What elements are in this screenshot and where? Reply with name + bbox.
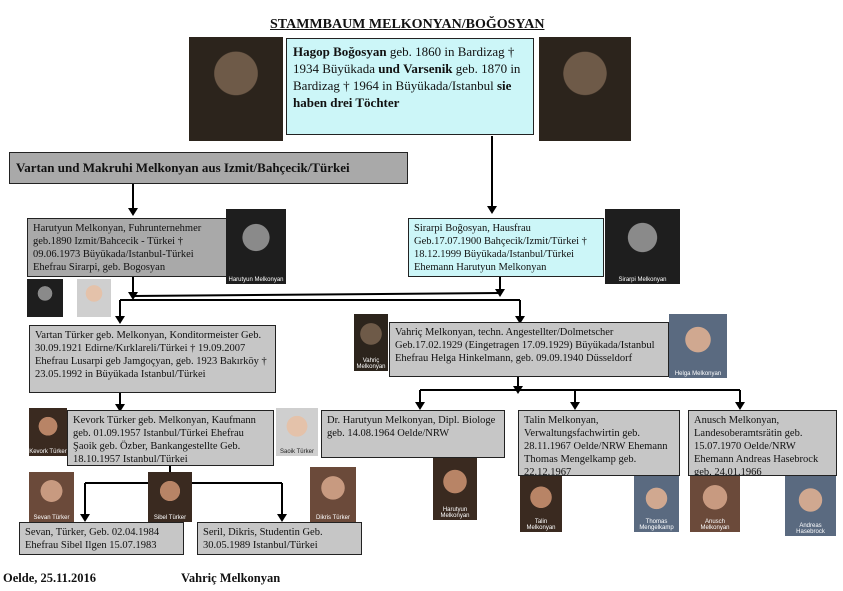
vahric-box: Vahriç Melkonyan, techn. Angestellter/Do… [389,322,669,377]
vartan-makruhi-box: Vartan und Makruhi Melkonyan aus Izmit/B… [9,152,408,184]
harutyun-jr-photo: Harutyun Melkonyan [433,458,477,520]
andreas-caption: Andreas Hasebrock [796,523,825,535]
footer-place-date: Oelde, 25.11.2016 [3,571,97,585]
harutyun-jr-box: Dr. Harutyun Melkonyan, Dipl. Biologe ge… [321,410,505,458]
saoik-photo: Saoik Türker [276,408,318,456]
root-name1: Hagop Boğosyan [293,44,387,59]
root-text2: geb. 1870 in Bardizag † 1964 in Büyükada… [293,61,521,93]
talin-photo: Talin Melkonyan [520,476,562,532]
vartan-turker-box: Vartan Türker geb. Melkonyan, Konditorme… [29,325,276,393]
thomas-photo: Thomas Mengelkamp [634,476,679,532]
anusch-photo: Anusch Melkonyan [690,476,740,532]
kevork-photo: Kevork Türker [29,408,67,456]
helga-caption: Helga Melkonyan [674,371,722,377]
kevork-caption: Kevork Türker [29,449,67,455]
root-tail: sie haben drei Töchter [293,78,512,110]
dikris-caption: Dikris Türker [316,515,350,521]
sibel-photo: Sibel Türker [148,472,192,522]
saoik-caption: Saoik Türker [280,449,314,455]
sirarpi-small-photo [77,279,111,317]
harutyun-photo: Harutyun Melkonyan [226,209,286,284]
harutyun-small-photo [27,279,63,317]
sirarpi-caption: Sirarpi Melkonyan [618,277,667,283]
sibel-caption: Sibel Türker [153,515,187,521]
sirarpi-box: Sirarpi Boğosyan, Hausfrau Geb.17.07.190… [408,218,604,277]
sevan-caption: Sevan Türker [33,515,70,521]
talin-caption: Talin Melkonyan [526,519,556,531]
root-name2: Varsenik [403,61,453,76]
sevan-photo: Sevan Türker [29,472,74,522]
vahric-caption: Vahriç Melkonyan [356,358,386,370]
page-title: STAMMBAUM MELKONYAN/BOĞOSYAN [270,17,545,32]
harutyun-jr-caption: Harutyun Melkonyan [440,507,470,519]
kevork-box: Kevork Türker geb. Melkonyan, Kaufmann g… [67,410,274,466]
dikris-photo: Dikris Türker [310,467,356,522]
hagop-photo [189,37,283,141]
vahric-photo: Vahriç Melkonyan [354,314,388,371]
footer-author: Vahriç Melkonyan [181,571,281,585]
sirarpi-photo: Sirarpi Melkonyan [605,209,680,284]
harutyun-caption: Harutyun Melkonyan [228,277,284,283]
root-text1: geb. 1860 in Bardizag † 1934 Büyükada [293,44,515,76]
anusch-caption: Anusch Melkonyan [700,519,730,531]
sevan-box: Sevan, Türker, Geb. 02.04.1984 Ehefrau S… [19,522,184,555]
root-und: und [378,61,400,76]
varsenik-photo [539,37,631,141]
anusch-box: Anusch Melkonyan, Landesoberamtsrätin ge… [688,410,837,476]
talin-box: Talin Melkonyan, Verwaltungsfachwirtin g… [518,410,680,476]
root-couple-box: Hagop Boğosyan geb. 1860 in Bardizag † 1… [286,38,534,135]
andreas-photo: Andreas Hasebrock [785,476,836,536]
harutyun-box: Harutyun Melkonyan, Fuhrunternehmer geb.… [27,218,227,277]
seril-box: Seril, Dikris, Studentin Geb. 30.05.1989… [197,522,362,555]
helga-photo: Helga Melkonyan [669,314,727,378]
thomas-caption: Thomas Mengelkamp [639,519,674,531]
